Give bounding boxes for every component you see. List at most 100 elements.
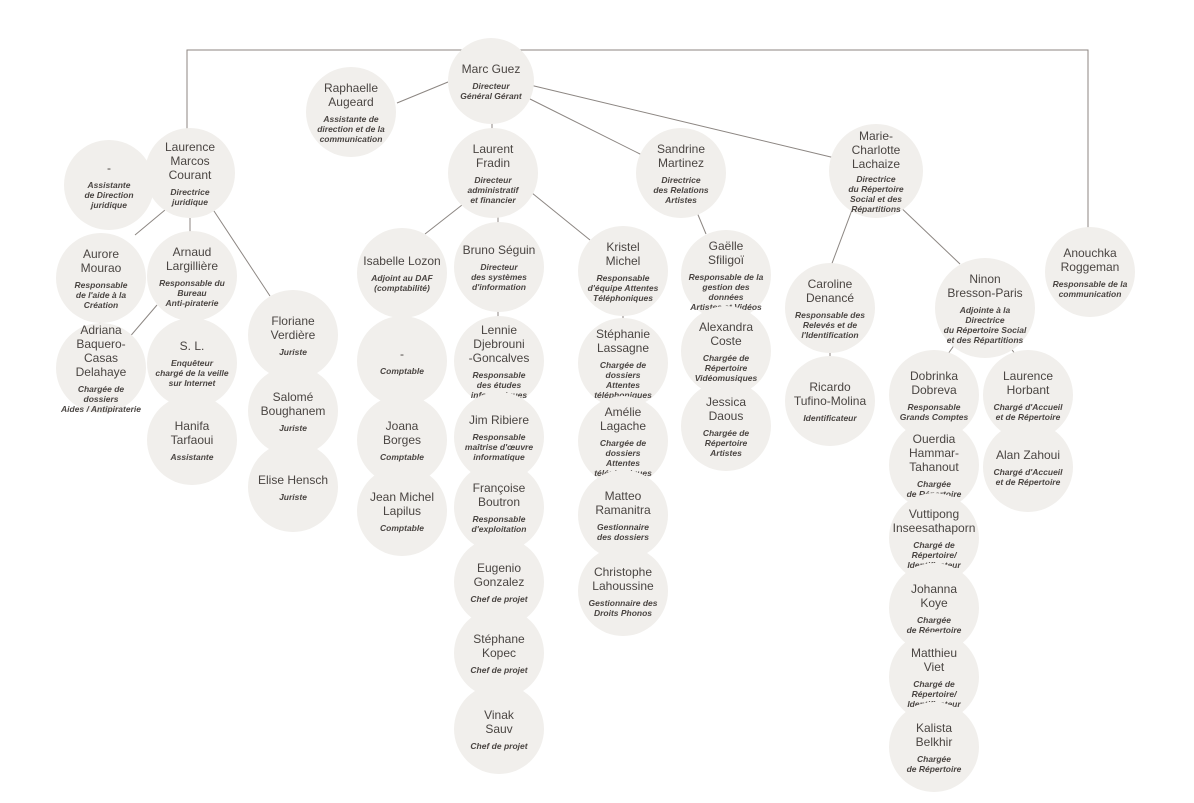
person-role: Directrice juridique: [170, 186, 210, 207]
person-role: Chef de projet: [470, 664, 528, 675]
person-name: Eugenio Gonzalez: [473, 560, 525, 589]
person-raphaelle: Raphaelle Augeard Assistante de directio…: [306, 67, 396, 157]
person-vuttipong: Vuttipong Inseesathaporn Chargé de Réper…: [889, 493, 979, 583]
person-name: Laurence Horbant: [1002, 368, 1054, 397]
person-bruno: Bruno Séguin Directeur des systèmes d'in…: [454, 222, 544, 312]
person-name: Kalista Belkhir: [915, 720, 953, 749]
person-role: Chef de projet: [470, 593, 528, 604]
person-name: Alexandra Coste: [698, 319, 754, 348]
person-name: Jean Michel Lapilus: [369, 489, 435, 518]
person-mcl: Marie- Charlotte Lachaize Directrice du …: [829, 124, 923, 218]
person-name: Laurence Marcos Courant: [164, 139, 216, 182]
person-name: Lennie Djebrouni -Goncalves: [468, 322, 530, 365]
person-name: Gaëlle Sfiligoï: [707, 238, 745, 267]
person-name: Marie- Charlotte Lachaize: [851, 128, 901, 171]
person-role: Assistante: [170, 451, 214, 462]
person-role: Directrice du Répertoire Social et des R…: [848, 173, 904, 214]
person-sandrine: Sandrine Martinez Directrice des Relatio…: [636, 128, 726, 218]
person-role: Responsable Grands Comptes: [899, 401, 969, 422]
person-role: Gestionnaire des Droits Phonos: [588, 597, 658, 618]
person-role: Chargée de Répertoire Vidéomusiques: [694, 352, 758, 383]
person-name: Anouchka Roggeman: [1060, 245, 1120, 274]
person-name: Isabelle Lozon: [363, 253, 441, 268]
person-role: Responsable de l'aide à la Création: [74, 279, 128, 310]
person-role: Responsable d'équipe Attentes Téléphoniq…: [587, 272, 659, 303]
person-role: Chargée de Répertoire: [906, 614, 962, 635]
person-anouchka: Anouchka Roggeman Responsable de la comm…: [1045, 227, 1135, 317]
person-name: Aurore Mourao: [80, 246, 122, 275]
person-name: Caroline Denancé: [805, 276, 855, 305]
person-matteo: Matteo Ramanitra Gestionnaire des dossie…: [578, 470, 668, 560]
person-stephane-k: Stéphane Kopec Chef de projet: [454, 608, 544, 698]
person-name: Stéphanie Lassagne: [595, 326, 651, 355]
person-gaelle: Gaëlle Sfiligoï Responsable de la gestio…: [681, 230, 771, 320]
person-ricardo: Ricardo Tufino-Molina Identificateur: [785, 356, 875, 446]
person-aurore: Aurore Mourao Responsable de l'aide à la…: [56, 233, 146, 323]
person-name: Stéphane Kopec: [473, 631, 525, 660]
person-role: Comptable: [380, 365, 424, 376]
person-role: Gestionnaire des dossiers: [597, 521, 649, 542]
person-role: Assistante de direction et de la communi…: [317, 113, 385, 144]
person-name: Salomé Boughanem: [260, 389, 326, 418]
person-role: Responsable maîtrise d'œuvre informatiqu…: [464, 431, 534, 462]
person-arnaud: Arnaud Largillière Responsable du Bureau…: [147, 231, 237, 321]
person-isabelle: Isabelle Lozon Adjoint au DAF (comptabil…: [357, 228, 447, 318]
person-role: Directrice des Relations Artistes: [653, 174, 709, 205]
person-name: S. L.: [179, 338, 205, 353]
person-role: Chargée de dossiers Attentes téléphoniqu…: [594, 359, 652, 400]
person-laurence-mc: Laurence Marcos Courant Directrice jurid…: [145, 128, 235, 218]
person-role: Responsable d'exploitation: [471, 513, 527, 534]
person-name: Vinak Sauv: [484, 707, 514, 736]
person-role: Juriste: [279, 491, 307, 502]
person-salome: Salomé Boughanem Juriste: [248, 366, 338, 456]
person-kristel: Kristel Michel Responsable d'équipe Atte…: [578, 226, 668, 316]
person-comptable: - Comptable: [357, 316, 447, 406]
person-name: Raphaelle Augeard: [323, 80, 379, 109]
person-role: Comptable: [380, 451, 424, 462]
person-name: Arnaud Largillière: [165, 244, 219, 273]
person-marc: Marc Guez Directeur Général Gérant: [448, 38, 534, 124]
person-alexandra: Alexandra Coste Chargée de Répertoire Vi…: [681, 306, 771, 396]
person-name: Ricardo Tufino-Molina: [793, 379, 867, 408]
person-role: Chargée de Répertoire Artistes: [702, 427, 750, 458]
person-role: Responsable des Relevés et de l'Identifi…: [795, 309, 865, 340]
person-role: Directeur administratif et financier: [467, 174, 519, 205]
person-name: Sandrine Martinez: [656, 141, 706, 170]
person-role: Juriste: [279, 346, 307, 357]
person-caroline: Caroline Denancé Responsable des Relevés…: [785, 263, 875, 353]
person-name: Hanifa Tarfaoui: [170, 418, 214, 447]
person-elise: Elise Hensch Juriste: [248, 442, 338, 532]
person-name: Kristel Michel: [605, 239, 641, 268]
person-role: Chef de projet: [470, 740, 528, 751]
person-francoise: Françoise Boutron Responsable d'exploita…: [454, 462, 544, 552]
person-name: Marc Guez: [461, 61, 521, 76]
person-laurent: Laurent Fradin Directeur administratif e…: [448, 128, 538, 218]
person-role: Chargée de dossiers Aides / Antipirateri…: [61, 383, 141, 414]
person-role: Chargé d'Accueil et de Répertoire: [993, 466, 1063, 487]
person-dobrinka: Dobrinka Dobreva Responsable Grands Comp…: [889, 350, 979, 440]
person-sl: S. L. Enquêteur chargé de la veille sur …: [147, 318, 237, 408]
person-role: Chargé d'Accueil et de Répertoire: [993, 401, 1063, 422]
person-joana: Joana Borges Comptable: [357, 395, 447, 485]
person-hanifa: Hanifa Tarfaoui Assistante: [147, 395, 237, 485]
person-name: Vuttipong Inseesathaporn: [892, 506, 976, 535]
person-name: Amélie Lagache: [599, 404, 647, 433]
person-name: Ouerdia Hammar-Tahanout: [909, 431, 959, 474]
person-name: Joana Borges: [382, 418, 422, 447]
person-adriana: Adriana Baquero-Casas Delahaye Chargée d…: [56, 323, 146, 414]
person-name: -: [400, 346, 404, 361]
person-ninon: Ninon Bresson-Paris Adjointe à la Direct…: [935, 258, 1035, 358]
person-name: Christophe Lahoussine: [592, 564, 654, 593]
person-role: Adjoint au DAF (comptabilité): [371, 272, 433, 293]
person-vinak: Vinak Sauv Chef de projet: [454, 684, 544, 774]
person-name: Alan Zahoui: [995, 447, 1061, 462]
person-name: Johanna Koye: [910, 581, 958, 610]
person-role: Identificateur: [803, 412, 857, 423]
person-jessica: Jessica Daous Chargée de Répertoire Arti…: [681, 381, 771, 471]
person-role: Comptable: [380, 522, 424, 533]
person-role: Responsable de la communication: [1052, 278, 1128, 299]
person-stephanie: Stéphanie Lassagne Chargée de dossiers A…: [578, 318, 668, 408]
person-role: Directeur Général Gérant: [460, 80, 522, 101]
person-role: Responsable du Bureau Anti-piraterie: [159, 277, 225, 308]
